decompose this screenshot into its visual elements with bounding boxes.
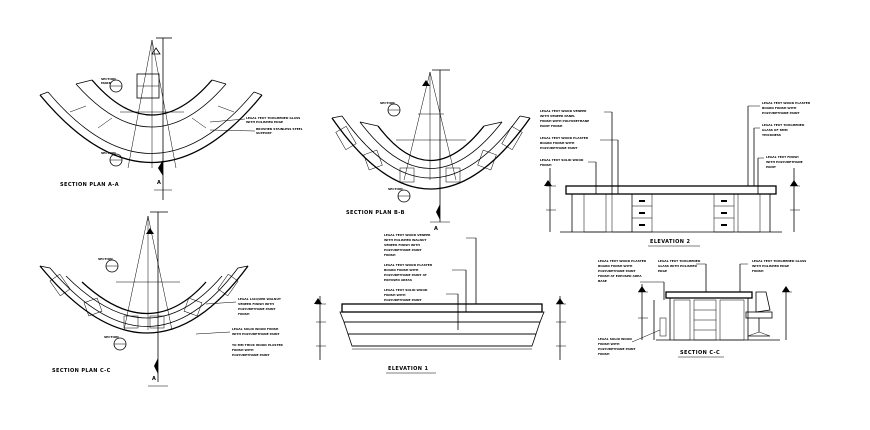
svg-text:LEGAL TEXT TOUGHENED: LEGAL TEXT TOUGHENED [658,259,701,263]
svg-text:SECTION: SECTION [380,101,395,105]
svg-text:WITH POLISHED EDGE: WITH POLISHED EDGE [752,264,789,268]
svg-text:MARK: MARK [101,81,112,85]
svg-text:FINISH WITH: FINISH WITH [232,348,254,352]
svg-text:SECTION: SECTION [98,257,113,261]
svg-text:SECTION: SECTION [104,335,119,339]
svg-text:FINISH: FINISH [598,352,610,356]
svg-text:POLYURETHANE PAINT: POLYURETHANE PAINT [384,298,423,302]
svg-text:LEGAL TEXT WOOD PLASTER: LEGAL TEXT WOOD PLASTER [598,259,647,263]
section-plan-c: SECTION SECTION A LEGAL LACQUER WALNUT V… [39,211,284,387]
svg-text:EXPOSED AREAS: EXPOSED AREAS [384,278,412,282]
plan-a-title: SECTION PLAN A-A [60,182,119,188]
svg-text:POLYURETHANE PAINT: POLYURETHANE PAINT [598,269,637,273]
svg-text:WITH POLISHED WALNUT: WITH POLISHED WALNUT [384,238,427,242]
svg-text:FINISH: FINISH [238,312,250,316]
svg-text:LEGAL TEXT WOOD PLASTER: LEGAL TEXT WOOD PLASTER [384,263,433,267]
svg-text:POLYURETHANE PAINT: POLYURETHANE PAINT [540,146,579,150]
elevation-1: LEGAL TEXT WOOD VENEER WITH POLISHED WAL… [314,233,566,374]
plan-c-title: SECTION PLAN C-C [52,368,111,374]
svg-text:WITH POLYURETHANE PAINT: WITH POLYURETHANE PAINT [232,332,281,336]
svg-text:POLYURETHANE PAINT: POLYURETHANE PAINT [762,111,801,115]
svg-text:BOARD FINISH WITH: BOARD FINISH WITH [540,141,575,145]
svg-text:A: A [157,180,161,186]
plan-b-title: SECTION PLAN B-B [346,210,405,216]
svg-text:POLYURETHANE PAINT: POLYURETHANE PAINT [598,347,637,351]
svg-text:SECTION: SECTION [101,151,116,155]
svg-text:LEGAL TEXT TOUGHENED: LEGAL TEXT TOUGHENED [762,123,805,127]
svg-text:PAINT: PAINT [766,165,777,169]
svg-text:VENEER FINISH WITH: VENEER FINISH WITH [238,302,274,306]
svg-text:GLASS WITH POLISHED: GLASS WITH POLISHED [658,264,697,268]
svg-text:WITH POLISHED EDGE: WITH POLISHED EDGE [246,120,283,124]
svg-text:LEGAL TEXT WOOD VENEER: LEGAL TEXT WOOD VENEER [540,109,587,113]
svg-text:FINISH WITH: FINISH WITH [384,293,406,297]
svg-text:BRUSHED STAINLESS STEEL: BRUSHED STAINLESS STEEL [256,127,303,131]
svg-text:BOARD FINISH WITH: BOARD FINISH WITH [598,264,633,268]
svg-text:LEGAL LACQUER WALNUT: LEGAL LACQUER WALNUT [238,297,282,301]
svg-text:BASE: BASE [598,279,607,283]
svg-text:SECTION: SECTION [388,187,403,191]
svg-text:WITH VENEER PANEL: WITH VENEER PANEL [540,114,575,118]
svg-text:LEGAL TEXT WOOD PLASTER: LEGAL TEXT WOOD PLASTER [540,136,589,140]
section-c-c-title: SECTION C-C [680,350,720,356]
svg-text:WITH POLYURETHANE: WITH POLYURETHANE [766,160,803,164]
svg-text:PAINT FINISH: PAINT FINISH [540,124,563,128]
svg-text:BOARD FINISH WITH: BOARD FINISH WITH [384,268,419,272]
svg-text:THICKNESS: THICKNESS [762,133,781,137]
svg-text:LEGAL TEXT WOOD PLASTER: LEGAL TEXT WOOD PLASTER [762,101,811,105]
svg-text:FINISH WITH: FINISH WITH [598,342,620,346]
svg-text:A: A [152,376,156,382]
svg-text:FINISH WITH POLYURETHANE: FINISH WITH POLYURETHANE [540,119,589,123]
svg-text:EDGE: EDGE [658,269,667,273]
svg-text:LEGAL TEXT WOOD VENEER: LEGAL TEXT WOOD VENEER [384,233,431,237]
svg-text:POLYURETHANE PAINT: POLYURETHANE PAINT [238,307,277,311]
elevation-1-title: ELEVATION 1 [388,366,428,372]
svg-text:POLYURETHANE PAINT: POLYURETHANE PAINT [384,248,423,252]
svg-text:FINISH: FINISH [540,163,552,167]
svg-text:LEGAL TEXT SOLID WOOD: LEGAL TEXT SOLID WOOD [540,158,584,162]
section-plan-b: SECTION SECTION A SECTION PLAN B-B [331,69,531,232]
svg-text:VENEER FINISH WITH: VENEER FINISH WITH [384,243,420,247]
section-plan-a: SECTION MARK LEGAL TEXT TOUGHENED GLASS … [39,37,303,200]
svg-text:A: A [434,226,438,232]
svg-text:LEGAL SOLID WOOD FINISH: LEGAL SOLID WOOD FINISH [232,327,279,331]
svg-text:SECTION: SECTION [101,77,116,81]
svg-text:LEGAL TEXT TOUGHENED GLASS: LEGAL TEXT TOUGHENED GLASS [246,116,300,120]
svg-text:POLYURETHANE PAINT AT: POLYURETHANE PAINT AT [384,273,428,277]
svg-text:FINISH: FINISH [384,253,396,257]
svg-text:LEGAL TEXT FINISH: LEGAL TEXT FINISH [766,155,799,159]
svg-text:LEGAL TEXT SOLID WOOD: LEGAL TEXT SOLID WOOD [384,288,428,292]
elevation-2: LEGAL TEXT WOOD VENEER WITH VENEER PANEL… [540,101,811,247]
svg-text:BOARD FINISH WITH: BOARD FINISH WITH [762,106,797,110]
svg-text:FINISH AT EXPOSED AREA: FINISH AT EXPOSED AREA [598,274,642,278]
svg-text:SUPPORT: SUPPORT [256,131,273,135]
svg-text:LEGAL SOLID WOOD: LEGAL SOLID WOOD [598,337,632,341]
svg-text:GLASS OF 8MM: GLASS OF 8MM [762,128,788,132]
svg-text:POLYURETHANE PAINT: POLYURETHANE PAINT [232,353,271,357]
section-c-c: LEGAL TEXT WOOD PLASTER BOARD FINISH WIT… [598,259,806,358]
svg-text:FINISH: FINISH [752,269,764,273]
svg-text:TO MM THICK WOOD PLASTER: TO MM THICK WOOD PLASTER [232,343,284,347]
elevation-2-title: ELEVATION 2 [650,239,690,245]
svg-text:LEGAL TEXT TOUGHENED GLASS: LEGAL TEXT TOUGHENED GLASS [752,259,806,263]
